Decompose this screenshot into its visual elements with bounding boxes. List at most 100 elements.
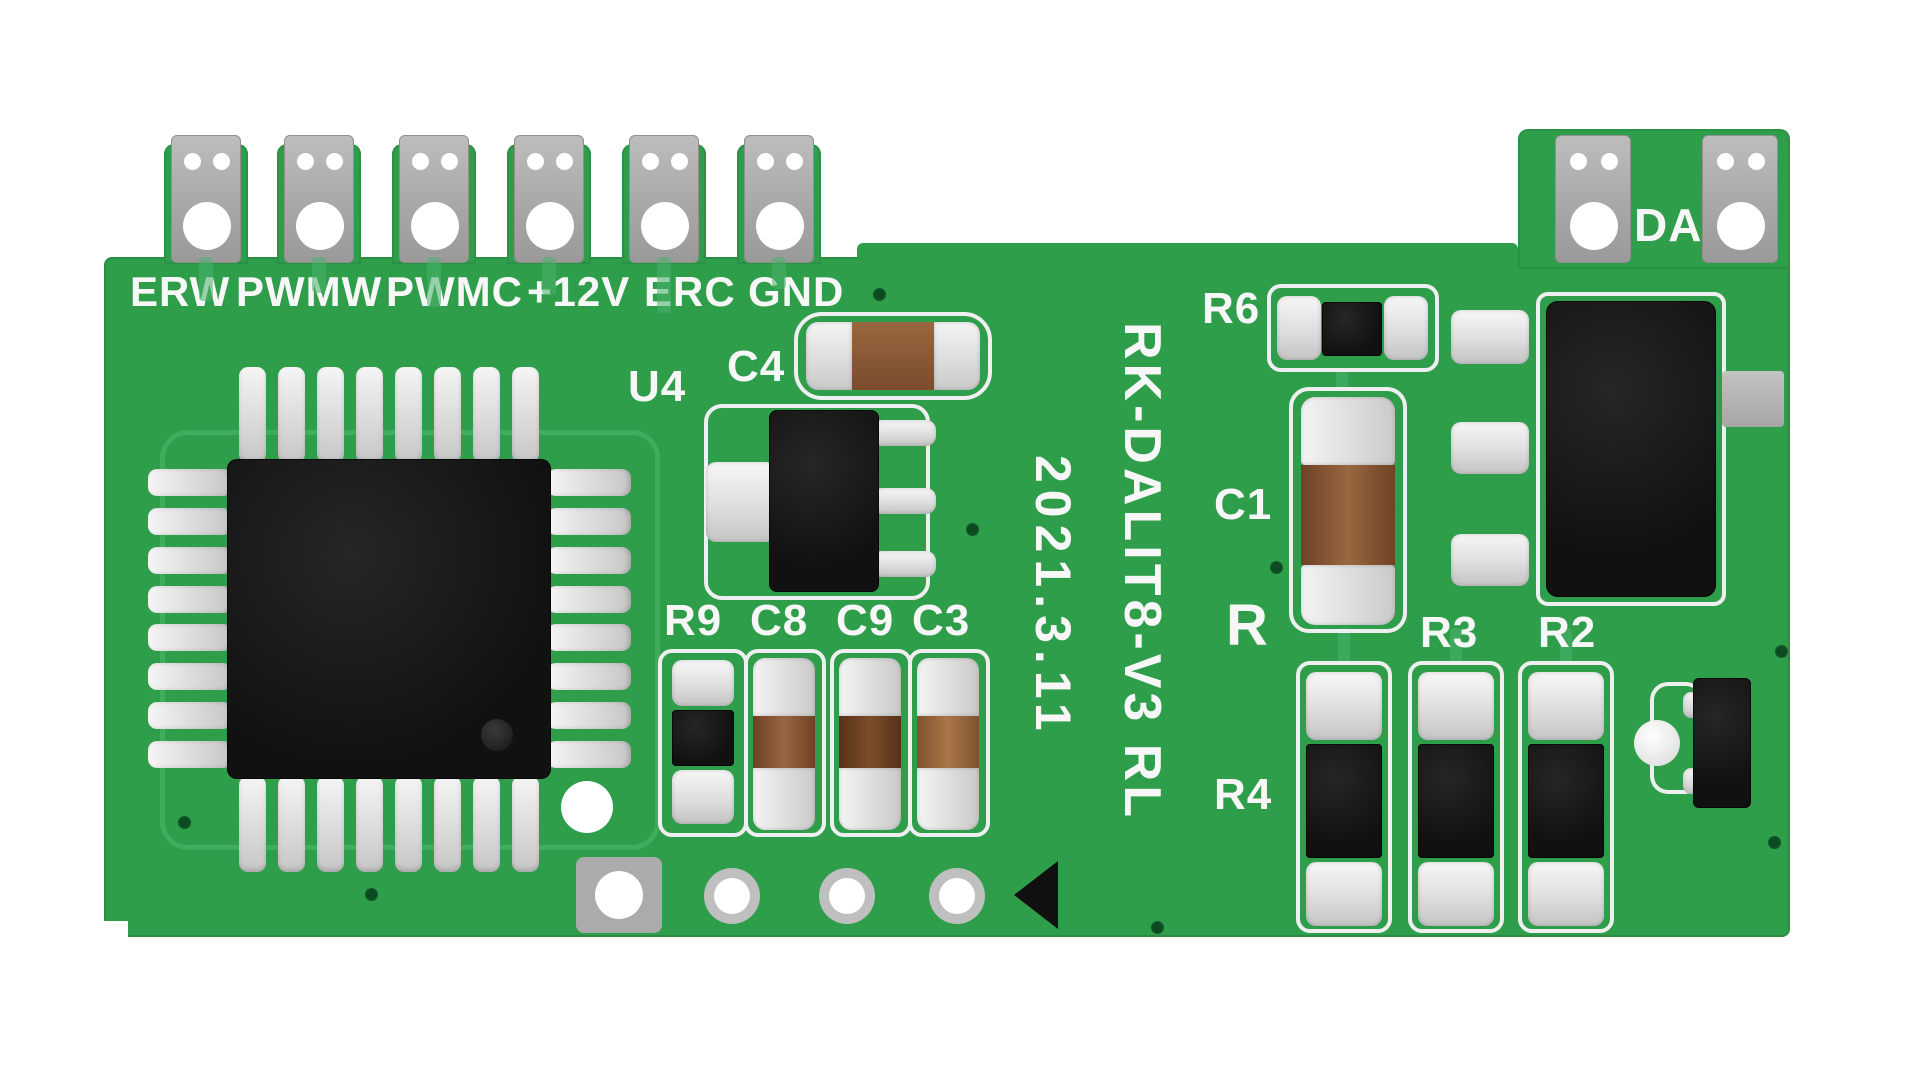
qfp-pin <box>278 776 305 872</box>
capacitor-c4 <box>806 322 980 390</box>
ic-pad <box>1451 422 1529 474</box>
qfp-pin <box>473 776 500 872</box>
via <box>1270 561 1283 574</box>
terminal-hole-icon <box>556 153 573 170</box>
trace <box>312 257 326 293</box>
mounting-hole <box>561 781 613 833</box>
qfp-pin <box>547 469 631 496</box>
qfp-pin <box>512 367 539 463</box>
trace <box>199 257 213 301</box>
u4-pad <box>872 488 936 514</box>
trace <box>772 257 786 289</box>
label-c4: C4 <box>727 342 786 391</box>
square-pad-hole <box>576 857 662 933</box>
qfp-pin-row-top <box>239 367 539 463</box>
terminal-hole-icon <box>213 153 230 170</box>
via <box>873 288 886 301</box>
power-ic-body <box>1546 301 1716 597</box>
qfp-pin <box>148 469 232 496</box>
cap-terminal <box>839 768 901 830</box>
qfp-pin <box>547 740 631 768</box>
qfp-pin <box>239 776 266 872</box>
qfp-pin <box>356 776 383 872</box>
trace <box>1450 628 1462 664</box>
via <box>1768 836 1781 849</box>
triangle-mark-icon <box>1014 861 1058 929</box>
r3-body <box>1418 744 1494 858</box>
silkscreen-outline-c4 <box>794 312 992 400</box>
terminal-hole-icon <box>1717 202 1765 250</box>
label-c1: C1 <box>1214 480 1273 529</box>
ic-heat-tab <box>1722 371 1784 427</box>
label-r4: R4 <box>1214 770 1273 819</box>
cap-terminal <box>806 322 852 390</box>
terminal-hole-icon <box>786 153 803 170</box>
r9-body <box>672 710 734 766</box>
terminal-hole-icon <box>1570 153 1587 170</box>
solder-terminal-pwmw <box>284 135 354 263</box>
label-c9: C9 <box>836 596 895 645</box>
pcb-top-step <box>857 243 1518 273</box>
cap-terminal <box>1301 565 1395 625</box>
terminal-hole-icon <box>441 153 458 170</box>
r2-pad <box>1528 672 1604 740</box>
r4-pad <box>1306 862 1382 926</box>
silkscreen-outline-r2 <box>1518 661 1614 933</box>
qfp-pin <box>148 507 232 535</box>
trace <box>427 257 441 307</box>
terminal-hole-icon <box>326 153 343 170</box>
qfp-pin <box>512 776 539 872</box>
qfp-pin <box>395 367 422 463</box>
plated-hole <box>704 868 760 924</box>
label-r2: R2 <box>1538 608 1597 657</box>
r4-pad <box>1306 672 1382 740</box>
capacitor-c8 <box>753 658 815 830</box>
qfp-chip-body <box>227 459 551 779</box>
terminal-hole-icon <box>412 153 429 170</box>
terminal-hole-icon <box>642 153 659 170</box>
r2-pad <box>1528 862 1604 926</box>
solder-terminal-pwmc <box>399 135 469 263</box>
qfp-pin <box>148 663 232 691</box>
terminal-hole-icon <box>1717 153 1734 170</box>
qfp-pin <box>547 585 631 613</box>
terminal-hole-icon <box>297 153 314 170</box>
qfp-pin <box>148 624 232 652</box>
qfp-pin-row-right <box>547 469 631 768</box>
solder-terminal-erc <box>629 135 699 263</box>
r9-pad <box>672 770 734 824</box>
label-r3: R3 <box>1420 608 1479 657</box>
terminal-hole-icon <box>1601 153 1618 170</box>
cap-terminal <box>917 658 979 716</box>
silkscreen-outline-c3 <box>908 649 990 837</box>
pcb-corner-notch <box>104 921 128 937</box>
plated-hole <box>819 868 875 924</box>
cap-terminal <box>917 768 979 830</box>
cap-terminal <box>753 768 815 830</box>
cap-terminal <box>934 322 980 390</box>
r9-pad <box>672 660 734 706</box>
label-r6: R6 <box>1202 284 1261 333</box>
small-component-body <box>1693 678 1751 808</box>
u4-transistor-body <box>769 410 879 592</box>
trace <box>657 257 671 313</box>
trace <box>1560 628 1572 664</box>
cap-dielectric <box>753 716 815 768</box>
terminal-hole-icon <box>756 202 804 250</box>
silkscreen-outline-c8 <box>744 649 826 837</box>
label-u4: U4 <box>628 362 687 411</box>
qfp-pin <box>317 776 344 872</box>
r3-pad <box>1418 862 1494 926</box>
qfp-pin <box>547 507 631 535</box>
board-date-vertical: 2021.3.11 <box>1025 455 1081 738</box>
plated-hole <box>929 868 985 924</box>
label-da: DA <box>1634 199 1703 251</box>
qfp-pin <box>317 367 344 463</box>
qfp-pin <box>239 367 266 463</box>
cap-terminal <box>1301 397 1395 465</box>
terminal-hole-icon <box>526 202 574 250</box>
solder-terminal-da-right <box>1702 135 1778 263</box>
r6-pad <box>1384 296 1428 360</box>
cap-dielectric <box>917 716 979 768</box>
terminal-hole-icon <box>641 202 689 250</box>
